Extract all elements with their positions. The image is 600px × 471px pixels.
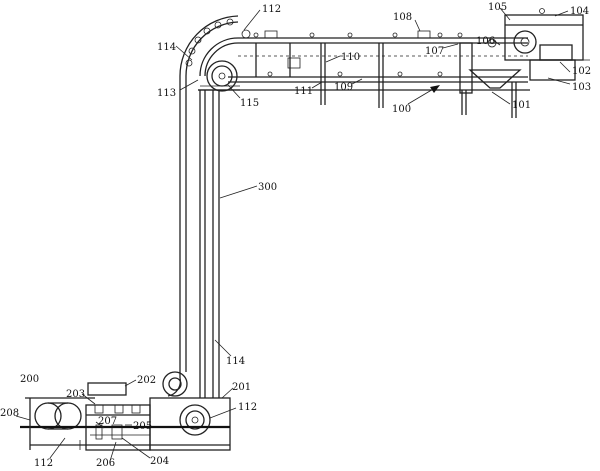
label-110: 110	[341, 52, 360, 63]
label-205: 205	[133, 421, 152, 432]
label-112-right: 112	[238, 402, 257, 413]
label-202: 202	[137, 375, 156, 386]
label-106: 106	[476, 36, 495, 47]
label-201: 201	[232, 382, 251, 393]
bottom-feeder-200	[20, 382, 231, 451]
vertical-conveyor-300	[179, 76, 220, 398]
label-204: 204	[150, 456, 169, 467]
label-105: 105	[488, 2, 507, 13]
label-206: 206	[96, 458, 115, 469]
label-114-top: 114	[157, 42, 176, 53]
label-108: 108	[393, 12, 412, 23]
label-107: 107	[425, 46, 444, 57]
label-101: 101	[512, 100, 531, 111]
label-103: 103	[572, 82, 591, 93]
top-conveyor-100	[198, 30, 530, 118]
label-114-mid: 114	[226, 356, 245, 367]
bottom-turn	[162, 371, 188, 397]
label-104: 104	[570, 6, 589, 17]
label-113: 113	[157, 88, 176, 99]
label-115: 115	[240, 98, 259, 109]
drive-machine-104	[487, 8, 590, 81]
label-102: 102	[572, 66, 591, 77]
reference-labels: 100 101 102 103 104 105 106 107 108 109 …	[0, 2, 591, 469]
label-112-left: 112	[34, 458, 53, 469]
label-300: 300	[258, 182, 277, 193]
label-111: 111	[294, 86, 313, 97]
label-208: 208	[0, 408, 19, 419]
label-100: 100	[392, 104, 411, 115]
top-left-turn	[179, 15, 251, 92]
leader-lines	[15, 7, 571, 462]
label-207: 207	[98, 416, 117, 427]
label-109: 109	[334, 82, 353, 93]
label-200: 200	[20, 374, 39, 385]
label-203: 203	[66, 389, 85, 400]
label-112-top: 112	[262, 4, 281, 15]
